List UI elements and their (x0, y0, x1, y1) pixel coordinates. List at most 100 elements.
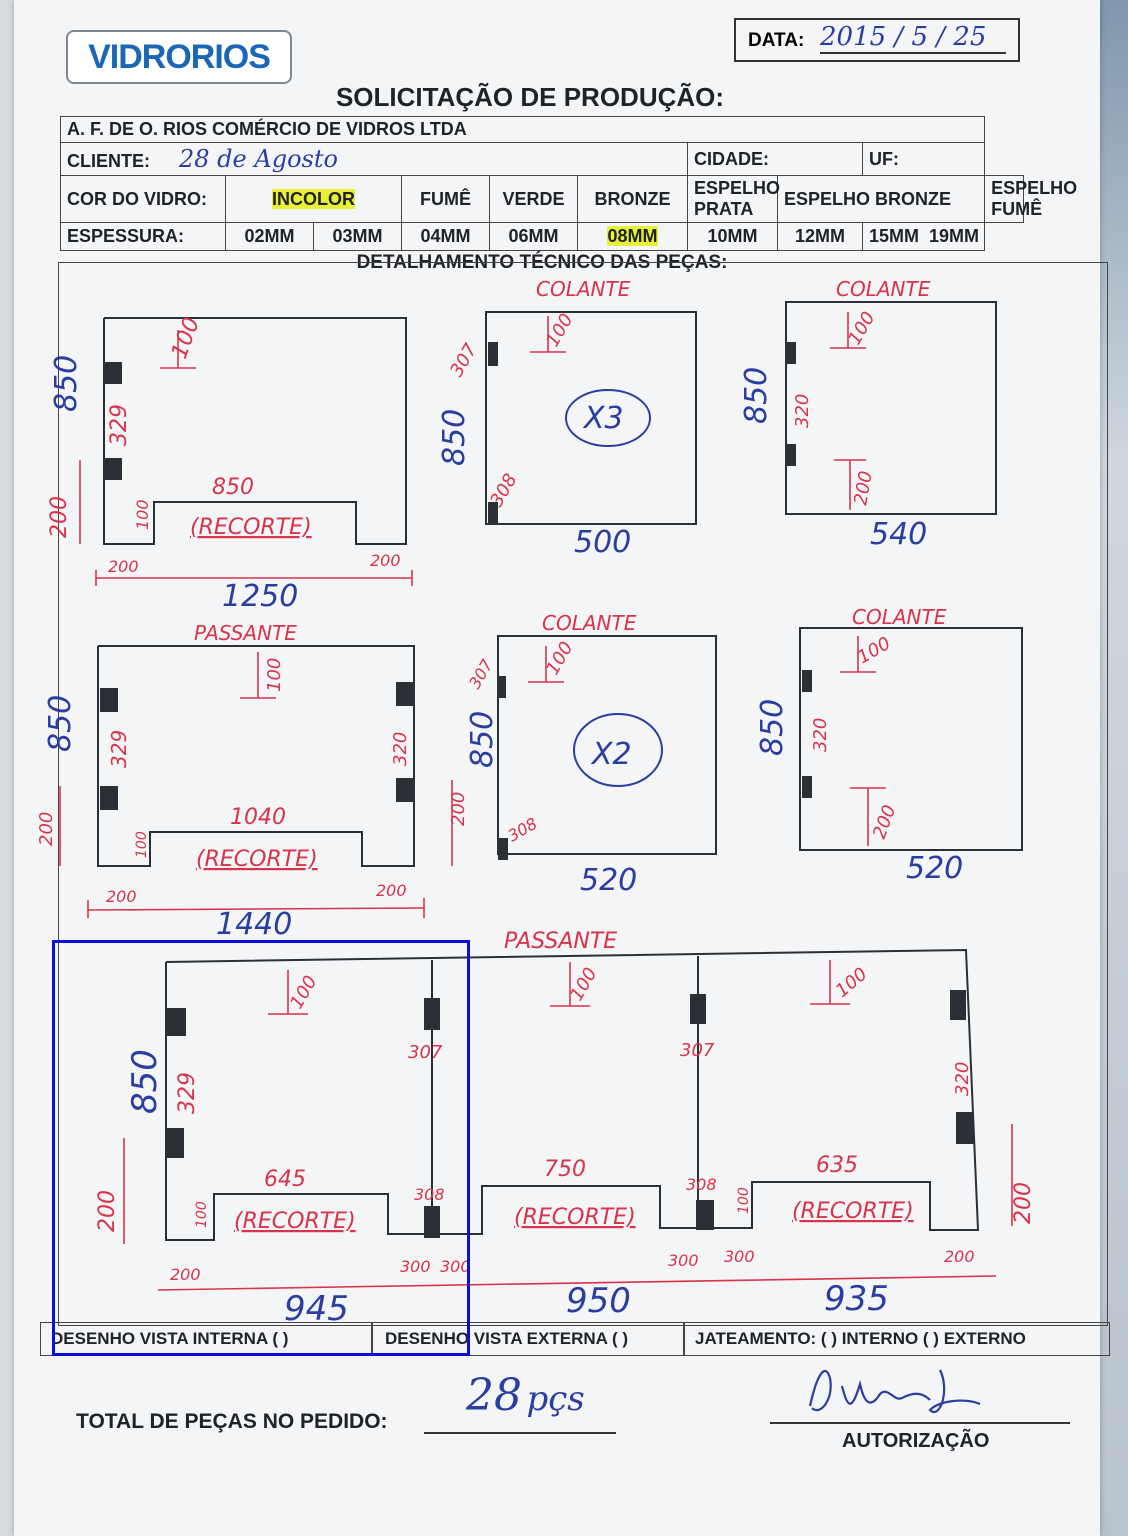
p2-height: 850 (437, 409, 472, 466)
p3-notch-top: 100 (844, 308, 879, 348)
option-10mm[interactable]: 10MM (687, 222, 778, 251)
glass-outlines (97, 301, 1023, 1241)
total-value: 28 (466, 1370, 522, 1421)
selection-highlight (52, 940, 470, 1356)
p4-height: 850 (43, 695, 78, 752)
p6-hole-gap: 320 (810, 718, 831, 752)
option-12mm[interactable]: 12MM (777, 222, 863, 251)
p4-cutout-h: 100 (134, 831, 150, 858)
p7-cut3-width: 635 (816, 1153, 858, 1178)
p7-hole-308a: 308 (414, 1185, 445, 1204)
p7-cut2-label: (RECORTE) (514, 1205, 636, 1230)
p7-bottom-right: 200 (1011, 1182, 1036, 1224)
cidade-field[interactable]: CIDADE: (687, 142, 863, 176)
p4-notch-top: 100 (264, 658, 285, 692)
p6-notch-top: 100 (854, 633, 894, 668)
option-04mm[interactable]: 04MM (401, 222, 490, 251)
option-bronze[interactable]: BRONZE (577, 175, 688, 223)
p3-notch-bottom: 200 (850, 469, 877, 506)
p1-bottom-offset: 200 (47, 496, 72, 538)
p5-qty: X2 (590, 737, 632, 772)
p2-width: 500 (574, 525, 631, 560)
p4-bottom-right: 200 (448, 792, 469, 826)
piece-3-outline (785, 301, 997, 515)
vista-interna-option[interactable]: DESENHO VISTA INTERNA ( ) (51, 1329, 289, 1348)
company-logo: VIDRORIOS (66, 30, 292, 84)
p7-notch-b: 100 (566, 964, 601, 1004)
p1-cutout-width: 850 (212, 475, 254, 500)
piece-2-outline (485, 311, 697, 525)
p5-bottom-hole: 308 (505, 814, 541, 846)
p6-notch-bottom: 200 (869, 802, 900, 841)
p5-width: 520 (580, 863, 637, 898)
p1-height: 850 (49, 355, 84, 412)
option-verde[interactable]: VERDE (489, 175, 578, 223)
footer-bar: DESENHO VISTA INTERNA ( ) DESENHO VISTA … (40, 1322, 1110, 1356)
p3-hole-gap: 320 (792, 394, 813, 428)
option-08mm[interactable]: 08MM (577, 222, 688, 251)
piece-6-outline (799, 627, 1023, 851)
p1-cutout-h: 100 (133, 499, 152, 530)
authorization-line (770, 1422, 1070, 1424)
total-line (424, 1432, 616, 1434)
p7-bottom-left: 200 (95, 1190, 120, 1232)
cliente-field[interactable]: CLIENTE: 28 de Agosto (60, 142, 688, 176)
jateamento-option[interactable]: JATEAMENTO: ( ) INTERNO ( ) EXTERNO (695, 1329, 1026, 1348)
total-unit: pçs (526, 1379, 585, 1419)
option-02mm[interactable]: 02MM (225, 222, 314, 251)
order-sheet (14, 0, 1100, 1536)
p1-hole-gap: 329 (107, 404, 132, 446)
p7-height: 850 (125, 1049, 165, 1114)
p2-top-hole: 307 (446, 340, 482, 381)
drawing-frame (58, 262, 1108, 1326)
p7-side-300c: 300 (668, 1251, 699, 1270)
option-espelho-bronze[interactable]: ESPELHO BRONZE (776, 175, 986, 223)
date-value[interactable]: 2015 / 5 / 25 (820, 22, 1006, 54)
p6-height: 850 (755, 699, 790, 756)
background-panel (1100, 0, 1128, 1536)
p4-hole-gap-right: 320 (390, 732, 411, 766)
option-19mm: 19MM (929, 226, 980, 246)
p3-width: 540 (870, 517, 927, 552)
order-form: A. F. DE O. RIOS COMÉRCIO DE VIDROS LTDA… (59, 116, 1077, 251)
p7-hole-320: 320 (952, 1062, 973, 1096)
p5-top-hole: 307 (465, 655, 497, 692)
total-value-field[interactable]: 28 pçs (466, 1370, 585, 1421)
dimension-lines (59, 312, 1013, 1291)
p7-hole-307b: 307 (680, 1040, 715, 1061)
p3-height: 850 (739, 367, 774, 424)
option-15mm-19mm[interactable]: 15MM 19MM (861, 222, 986, 251)
page-title: SOLICITAÇÃO DE PRODUÇÃO: (335, 82, 725, 112)
p4-cutout-label: (RECORTE) (196, 847, 318, 872)
option-15mm: 15MM (869, 226, 920, 246)
p5-notch-top: 100 (542, 638, 577, 678)
p5-type: COLANTE (542, 611, 637, 635)
dimension-labels: 100 329 200 850 (RECORTE) 100 200 200 CO… (36, 277, 1036, 1284)
p7-cut3-label: (RECORTE) (792, 1199, 914, 1224)
vista-externa-option[interactable]: DESENHO VISTA EXTERNA ( ) (385, 1329, 629, 1348)
option-fume[interactable]: FUMÊ (401, 175, 490, 223)
p7-cut2-width: 750 (544, 1157, 586, 1182)
option-06mm[interactable]: 06MM (489, 222, 578, 251)
piece-1-outline (103, 317, 407, 545)
option-espelho-prata[interactable]: ESPELHO PRATA (687, 175, 780, 223)
p7-cut-h2: 100 (736, 1187, 752, 1214)
p4-cutout-width: 1040 (230, 805, 286, 830)
option-incolor[interactable]: INCOLOR (225, 175, 402, 223)
date-label: DATA: (748, 30, 805, 51)
p7-hole-307a: 307 (408, 1042, 443, 1063)
p4-type: PASSANTE (194, 621, 297, 645)
p7-w2: 950 (566, 1281, 631, 1321)
p7-notch-c: 100 (832, 964, 872, 1002)
p6-type: COLANTE (852, 605, 947, 629)
p7-cut-h1: 100 (194, 1201, 210, 1228)
p2-type: COLANTE (536, 277, 631, 301)
p2-qty: X3 (582, 401, 624, 436)
authorization-label: AUTORIZAÇÃO (842, 1430, 990, 1452)
quantity-circles (565, 389, 663, 787)
p1-width: 1250 (222, 579, 298, 614)
option-03mm[interactable]: 03MM (313, 222, 402, 251)
footer-divider (683, 1323, 685, 1355)
footer-divider (371, 1323, 373, 1355)
